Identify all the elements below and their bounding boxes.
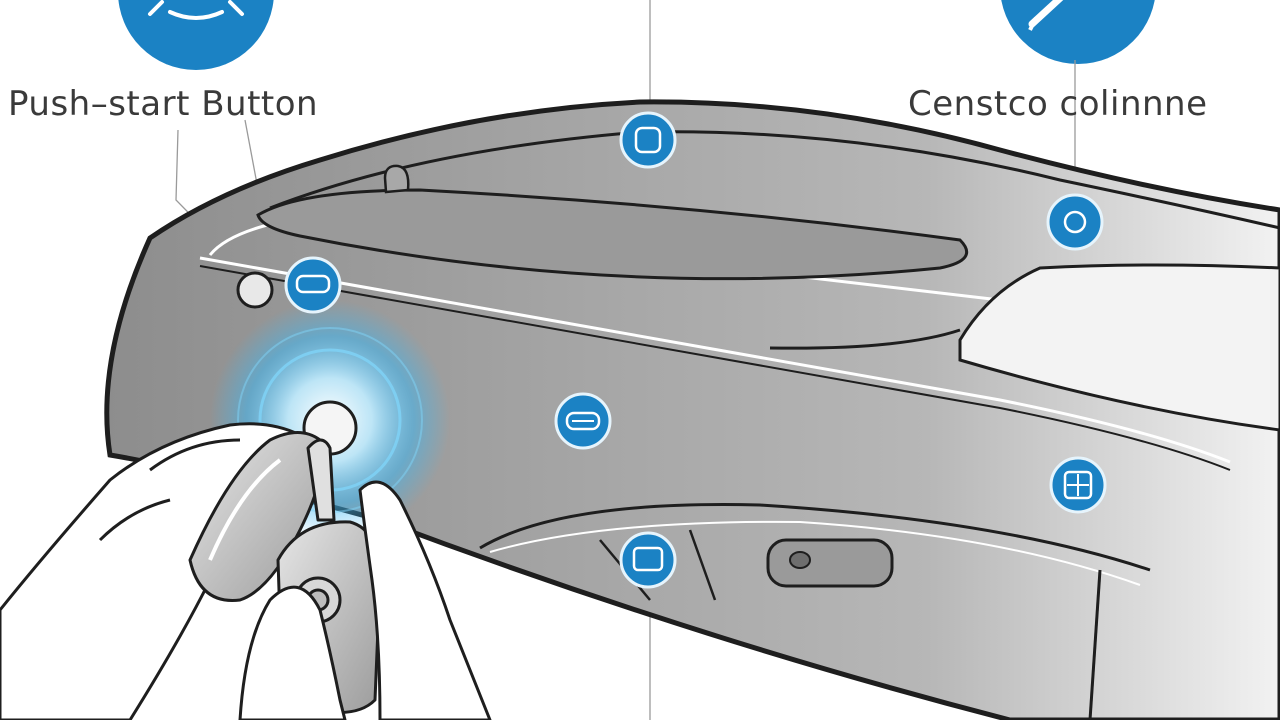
hand-holding-fob (0, 422, 492, 720)
panel-badge-icon (554, 392, 612, 450)
car-badge-icon (284, 256, 342, 314)
pen-icon-top-right (1001, 0, 1155, 64)
sensor-badge-icon (1046, 193, 1104, 251)
dashboard-badge-icon (619, 111, 677, 169)
dashboard-body (104, 99, 1280, 720)
screen-badge-icon (619, 531, 677, 589)
center-console-label: Censtco colinnne (908, 84, 1208, 124)
grid-badge-icon (1049, 456, 1107, 514)
car-icon-top-left (118, 0, 274, 70)
push-start-button-label: Push–start Button (8, 84, 319, 124)
